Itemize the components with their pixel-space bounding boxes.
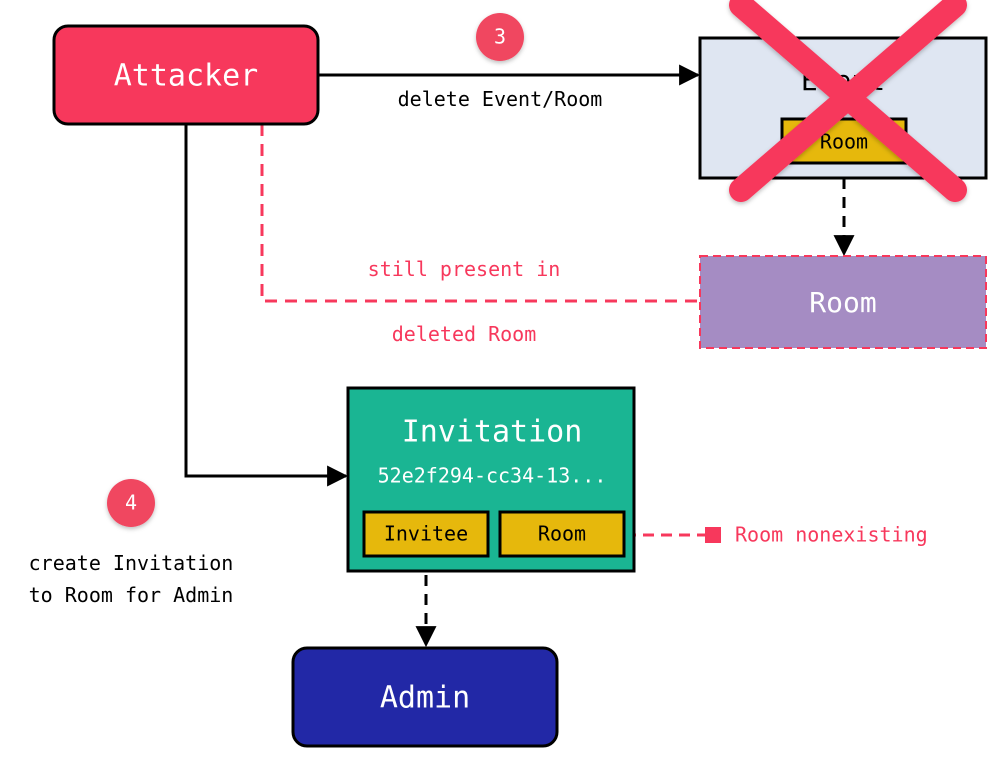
red-x-icon bbox=[729, 0, 967, 202]
room-node[interactable] bbox=[699, 255, 987, 349]
room-label: Room bbox=[809, 286, 876, 319]
event-room-field-label: Room bbox=[820, 130, 868, 154]
still-present-label-line2: deleted Room bbox=[392, 322, 537, 346]
create-invitation-label-line2: to Room for Admin bbox=[29, 583, 234, 607]
invitation-invitee-field-label: Invitee bbox=[384, 522, 468, 546]
invitation-id: 52e2f294-cc34-13... bbox=[378, 464, 607, 488]
admin-label: Admin bbox=[380, 681, 470, 716]
invitation-label: Invitation bbox=[402, 415, 583, 450]
room-nonexisting-label: Room nonexisting bbox=[735, 523, 928, 547]
create-invitation-arrow bbox=[184, 124, 349, 487]
room-nonexisting-endpoint bbox=[705, 527, 721, 543]
step-3-badge bbox=[476, 13, 524, 61]
step-4-number: 4 bbox=[125, 491, 137, 515]
invitation-invitee-field bbox=[362, 510, 490, 558]
still-present-label-line1: still present in bbox=[368, 257, 561, 281]
still-present-dashed-line bbox=[260, 124, 700, 303]
delete-label: delete Event/Room bbox=[398, 87, 603, 111]
attacker-node[interactable] bbox=[52, 24, 320, 126]
invitation-room-field-label: Room bbox=[538, 522, 586, 546]
step-3-number: 3 bbox=[494, 25, 506, 49]
step-4-badge bbox=[107, 479, 155, 527]
attacker-label: Attacker bbox=[114, 59, 259, 94]
create-invitation-label-line1: create Invitation bbox=[29, 551, 234, 575]
invitation-room-field bbox=[498, 510, 626, 558]
admin-node[interactable] bbox=[291, 646, 559, 748]
